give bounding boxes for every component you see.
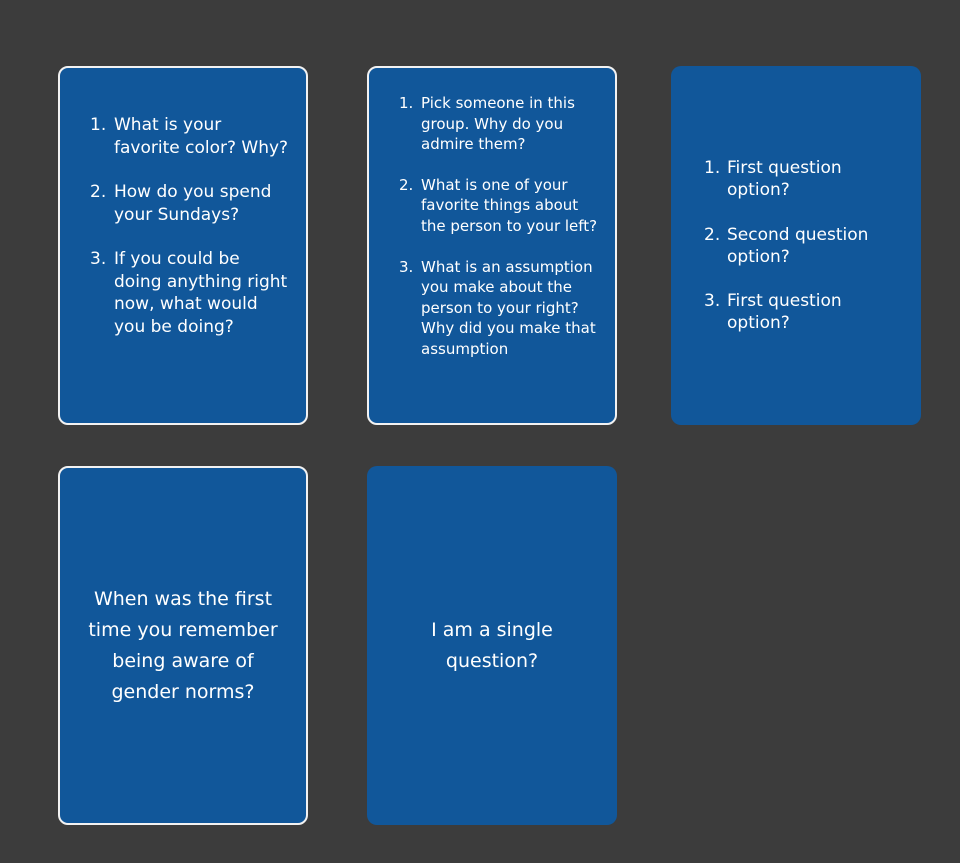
single-question-text: When was the first time you remember bei… — [88, 587, 278, 703]
question-list: 1.First question option? 2.Second questi… — [704, 157, 904, 357]
question-item: 3.What is an assumption you make about t… — [399, 257, 596, 358]
question-text: First question option? — [727, 158, 842, 201]
question-list: 1.Pick someone in this group. Why do you… — [399, 93, 604, 380]
question-item: 1.First question option? — [704, 158, 842, 201]
question-text: Pick someone in this group. Why do you a… — [421, 94, 575, 154]
question-text: If you could be doing anything right now… — [114, 249, 288, 337]
question-item: 1.What is your favorite color? Why? — [90, 115, 289, 158]
single-question-text: I am a single question? — [431, 618, 553, 672]
question-text: First question option? — [727, 291, 842, 334]
question-text: What is an assumption you make about the… — [421, 257, 596, 358]
question-card-2[interactable]: 1.Pick someone in this group. Why do you… — [367, 66, 617, 425]
question-item: 2.Second question option? — [704, 224, 869, 267]
question-item: 3.First question option? — [704, 291, 842, 334]
question-list: 1.What is your favorite color? Why? 2.Ho… — [90, 114, 290, 360]
question-item: 2.What is one of your favorite things ab… — [399, 175, 598, 235]
question-text: What is one of your favorite things abou… — [421, 175, 598, 235]
question-item: 3.If you could be doing anything right n… — [90, 249, 288, 337]
question-card-1[interactable]: 1.What is your favorite color? Why? 2.Ho… — [58, 66, 308, 425]
question-card-5[interactable]: I am a single question? — [367, 466, 617, 825]
question-card-3[interactable]: 1.First question option? 2.Second questi… — [671, 66, 921, 425]
question-card-4[interactable]: When was the first time you remember bei… — [58, 466, 308, 825]
question-text: Second question option? — [727, 224, 869, 267]
question-text: How do you spend your Sundays? — [114, 182, 272, 225]
question-text: What is your favorite color? Why? — [114, 115, 289, 158]
question-item: 1.Pick someone in this group. Why do you… — [399, 94, 575, 154]
question-item: 2.How do you spend your Sundays? — [90, 182, 272, 225]
